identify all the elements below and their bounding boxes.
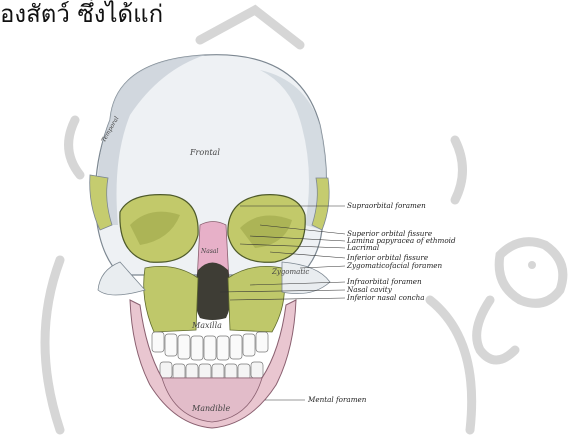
upper-teeth (152, 332, 268, 360)
watermark-roof (200, 10, 300, 45)
label-supraorbital-foramen: Supraorbital foramen (347, 202, 426, 209)
nasal-label: Nasal (201, 248, 218, 255)
label-inferior-nasal-concha: Inferior nasal concha (347, 294, 425, 301)
watermark-animal-head (499, 242, 563, 304)
watermark-right-arc (455, 140, 463, 200)
label-mental-foramen: Mental foramen (308, 396, 366, 403)
watermark-animal-eye (528, 261, 536, 269)
watermark-right-curve (430, 300, 472, 430)
label-zygomaticofacial-foramen: Zygomaticofacial foramen (347, 262, 442, 269)
maxilla-region (144, 266, 198, 332)
mandible-label: Mandible (192, 404, 230, 413)
watermark-left-arc (69, 120, 80, 175)
label-lacrimal: Lacrimal (347, 244, 379, 251)
zygomatic-label: Zygomatic (272, 268, 309, 276)
maxilla-label: Maxilla (192, 321, 222, 330)
watermark-left-curve (45, 260, 60, 430)
watermark-animal-neck (477, 300, 515, 360)
nasal-cavity (194, 263, 231, 321)
lower-teeth (160, 362, 263, 380)
frontal-label: Frontal (190, 148, 220, 157)
